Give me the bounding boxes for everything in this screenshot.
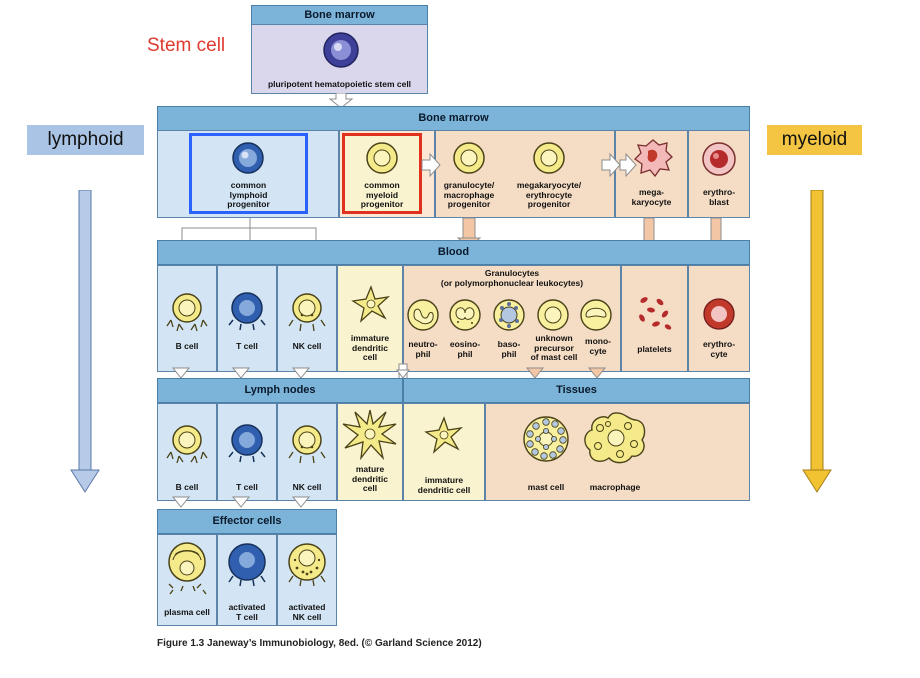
mast-precursor-icon [537, 299, 569, 331]
bone-marrow-top-header: Bone marrow [251, 5, 428, 25]
myeloid-label: myeloid [767, 125, 862, 155]
granulocytes-label: Granulocytes (or polymorphonuclear leuko… [440, 268, 584, 288]
b-cell-blood-label: B cell [175, 341, 199, 351]
clp-icon [232, 142, 264, 174]
platelets-label: platelets [637, 344, 672, 354]
stem-cell-label: pluripotent hematopoietic stem cell [267, 79, 412, 89]
t-cell-ln-icon [228, 424, 266, 463]
lymph-nodes-header: Lymph nodes [157, 378, 403, 403]
b-cell-ln-label: B cell [175, 482, 199, 492]
basophil-label: baso- phil [497, 339, 521, 359]
imm-dc-tissue-label: immature dendritic cell [417, 475, 471, 495]
ln-to-effector-arrows [171, 496, 311, 508]
neutrophil-icon [407, 299, 439, 331]
clp-highlight [189, 133, 308, 214]
activated-nk-label: activated NK cell [288, 602, 326, 622]
nk-cell-blood-label: NK cell [292, 341, 322, 351]
megakaryocyte-icon [633, 139, 673, 178]
t-cell-blood-label: T cell [236, 341, 258, 351]
basophil-icon [493, 299, 525, 331]
monocyte-label: mono- cyte [585, 336, 611, 356]
nk-cell-blood-icon [288, 293, 326, 332]
blood-header: Blood [157, 240, 750, 265]
gmp-label: granulocyte/ macrophage progenitor [443, 180, 495, 209]
erythrocyte-label: erythro- cyte [702, 339, 736, 359]
b-cell-blood-icon [166, 293, 208, 332]
stem-cell-label: Stem cell [147, 35, 226, 56]
bone-marrow-header: Bone marrow [157, 106, 750, 131]
monocyte-icon [580, 299, 612, 331]
bm-flow-arrows [421, 152, 637, 178]
platelets-icon [639, 297, 672, 330]
erythrocyte-icon [703, 298, 735, 330]
imm-dc-blood-icon [351, 285, 391, 323]
blood-dc-panel [337, 265, 403, 372]
imm-dc-blood-label: immature dendritic cell [350, 333, 390, 362]
erythroblast-icon [702, 142, 736, 176]
nk-cell-ln-label: NK cell [292, 482, 322, 492]
mature-dc-icon [342, 409, 397, 460]
eosinophil-label: eosino- phil [449, 339, 481, 359]
mep-label: megakaryocyte/ erythrocyte progenitor [516, 180, 582, 209]
lymphoid-arrow [70, 190, 100, 493]
mast-cell-label: mast cell [527, 482, 565, 492]
plasma-cell-icon [168, 542, 207, 595]
lymphoid-label: lymphoid [27, 125, 144, 155]
b-cell-ln-icon [166, 425, 208, 464]
activated-t-label: activated T cell [228, 602, 266, 622]
t-cell-ln-label: T cell [236, 482, 258, 492]
megakaryocyte-label: mega- karyocyte [631, 187, 672, 207]
imm-dc-tissue-icon [424, 416, 464, 454]
clp-label: common lymphoid progenitor [227, 180, 270, 209]
stem-down-arrow [328, 93, 354, 109]
activated-t-icon [228, 543, 266, 587]
plasma-cell-label: plasma cell [164, 607, 210, 617]
mast-precursor-label: unknown precursor of mast cell [530, 333, 578, 362]
nk-cell-ln-icon [288, 425, 326, 464]
erythroblast-label: erythro- blast [702, 187, 736, 207]
cmp-icon [366, 142, 398, 174]
mature-dc-label: mature dendritic cell [352, 464, 388, 493]
macrophage-icon [584, 412, 646, 464]
stem-cell-icon [323, 32, 359, 68]
macrophage-label: macrophage [589, 482, 641, 492]
figure-caption: Figure 1.3 Janeway’s Immunobiology, 8ed.… [157, 638, 482, 649]
mast-cell-icon [523, 416, 569, 462]
neutrophil-label: neutro- phil [408, 339, 438, 359]
effector-cells-header: Effector cells [157, 509, 337, 534]
activated-nk-icon [288, 543, 326, 587]
eosinophil-icon [449, 299, 481, 331]
blood-platelets-panel [621, 265, 688, 372]
mep-to-mega-arrow [601, 152, 621, 178]
t-cell-blood-icon [228, 292, 266, 331]
mep-icon [533, 142, 565, 174]
gmp-icon [453, 142, 485, 174]
blood-to-tissue-arrows [171, 367, 607, 379]
tissues-header: Tissues [403, 378, 750, 403]
cmp-label: common myeloid progenitor [360, 180, 404, 209]
myeloid-arrow [802, 190, 832, 493]
